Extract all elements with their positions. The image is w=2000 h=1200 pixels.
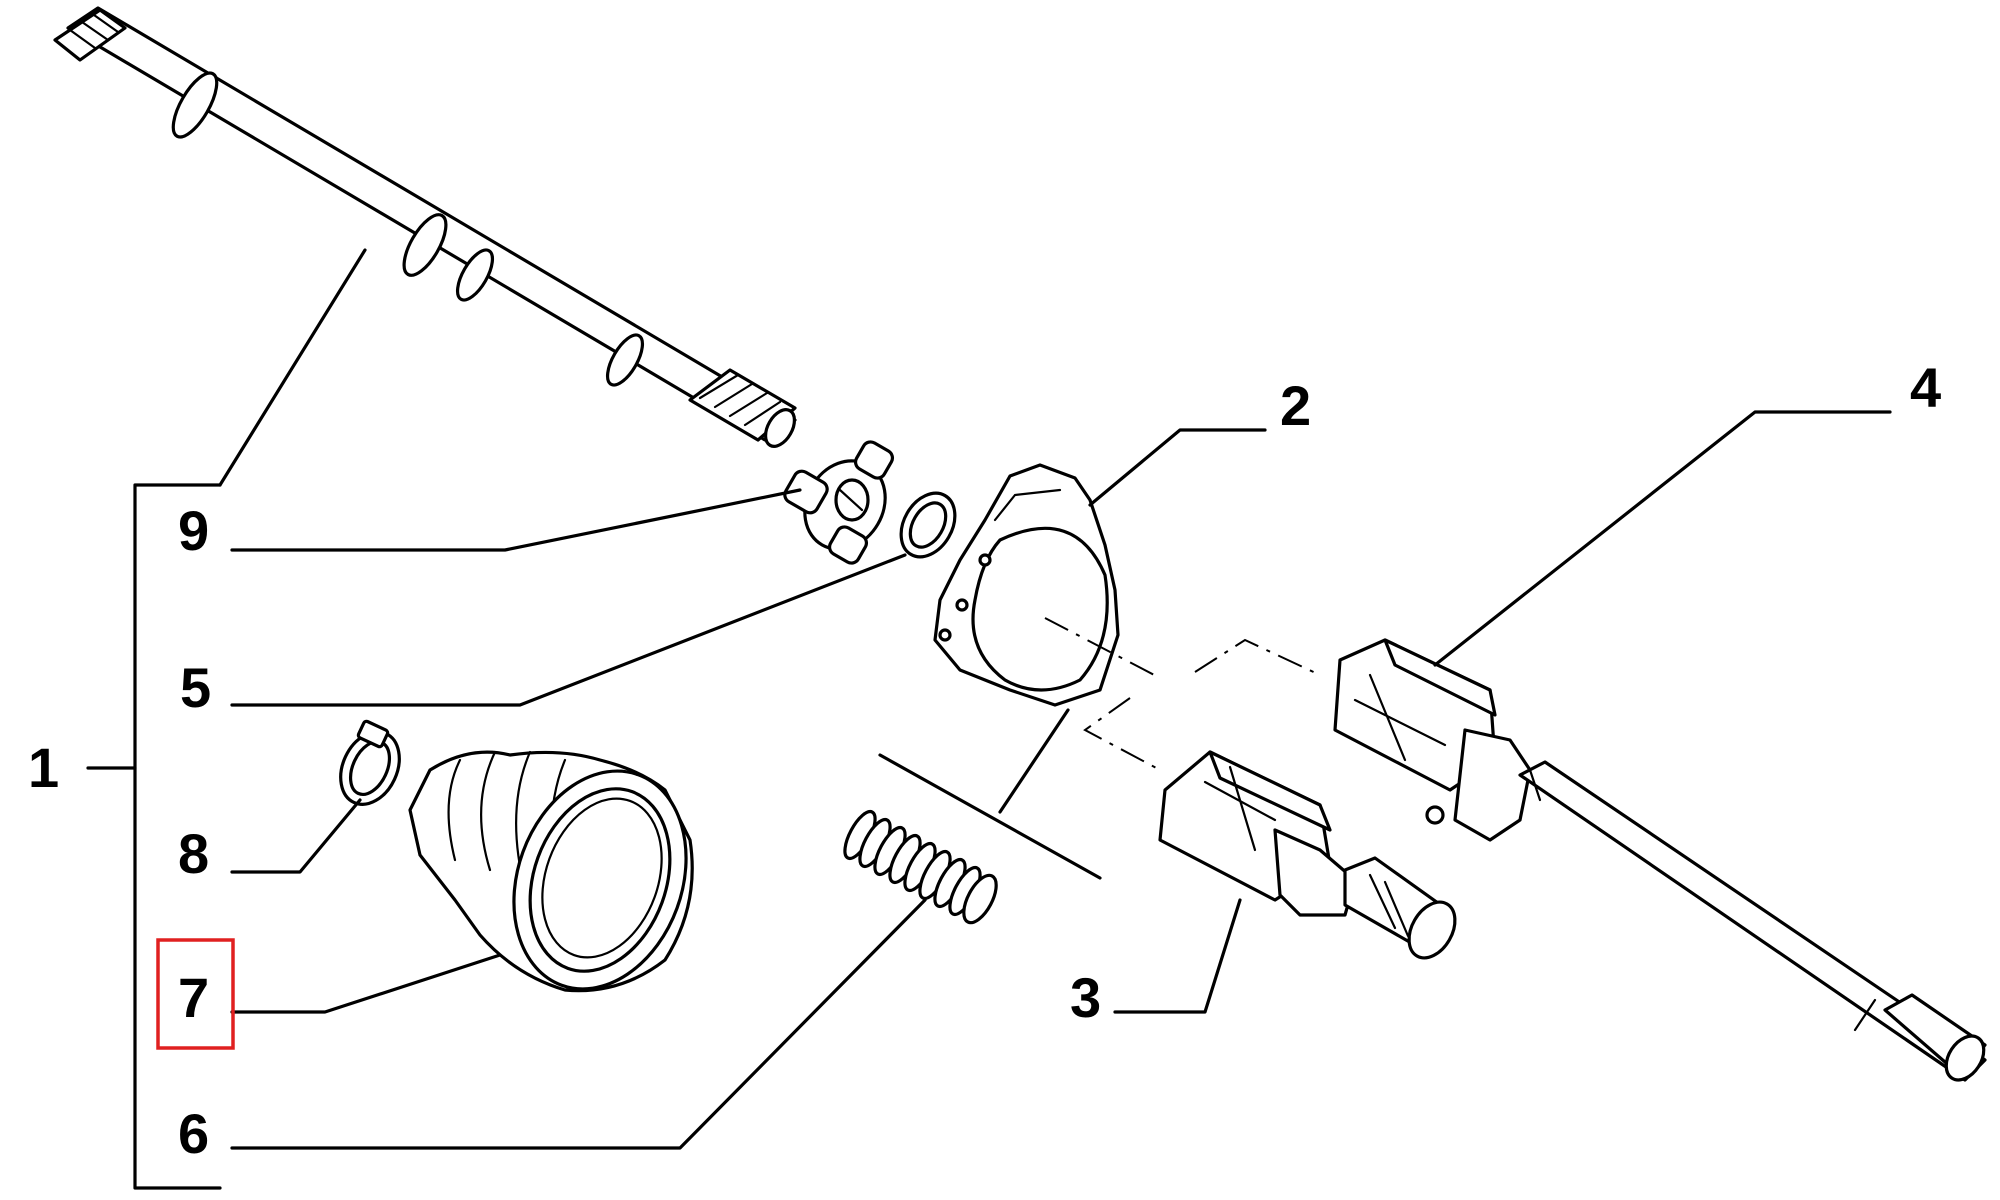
axle-shaft-part <box>1333 638 1987 1082</box>
spring-part <box>843 809 998 925</box>
callout-label-9: 9 <box>178 499 209 562</box>
boot-part <box>408 750 694 993</box>
reference-lines <box>878 617 1321 880</box>
callout-label-3: 3 <box>1070 966 1101 1029</box>
clamp-part <box>339 719 401 806</box>
callout-label-4: 4 <box>1910 356 1941 419</box>
tripod-joint-part <box>783 440 895 565</box>
callout-label-8: 8 <box>178 822 209 885</box>
callout-label-5: 5 <box>180 656 211 719</box>
stub-joint-part <box>1158 750 1457 960</box>
callout-label-2: 2 <box>1280 374 1311 437</box>
highlight-box <box>156 938 235 1050</box>
snap-ring-part <box>899 491 957 559</box>
callout-label-7: 7 <box>178 966 209 1029</box>
callout-label-1: 1 <box>28 736 59 799</box>
housing-ring-part <box>933 463 1120 707</box>
leader-lines <box>86 248 1892 1190</box>
callout-label-6: 6 <box>178 1102 209 1165</box>
shaft-part <box>53 6 797 448</box>
